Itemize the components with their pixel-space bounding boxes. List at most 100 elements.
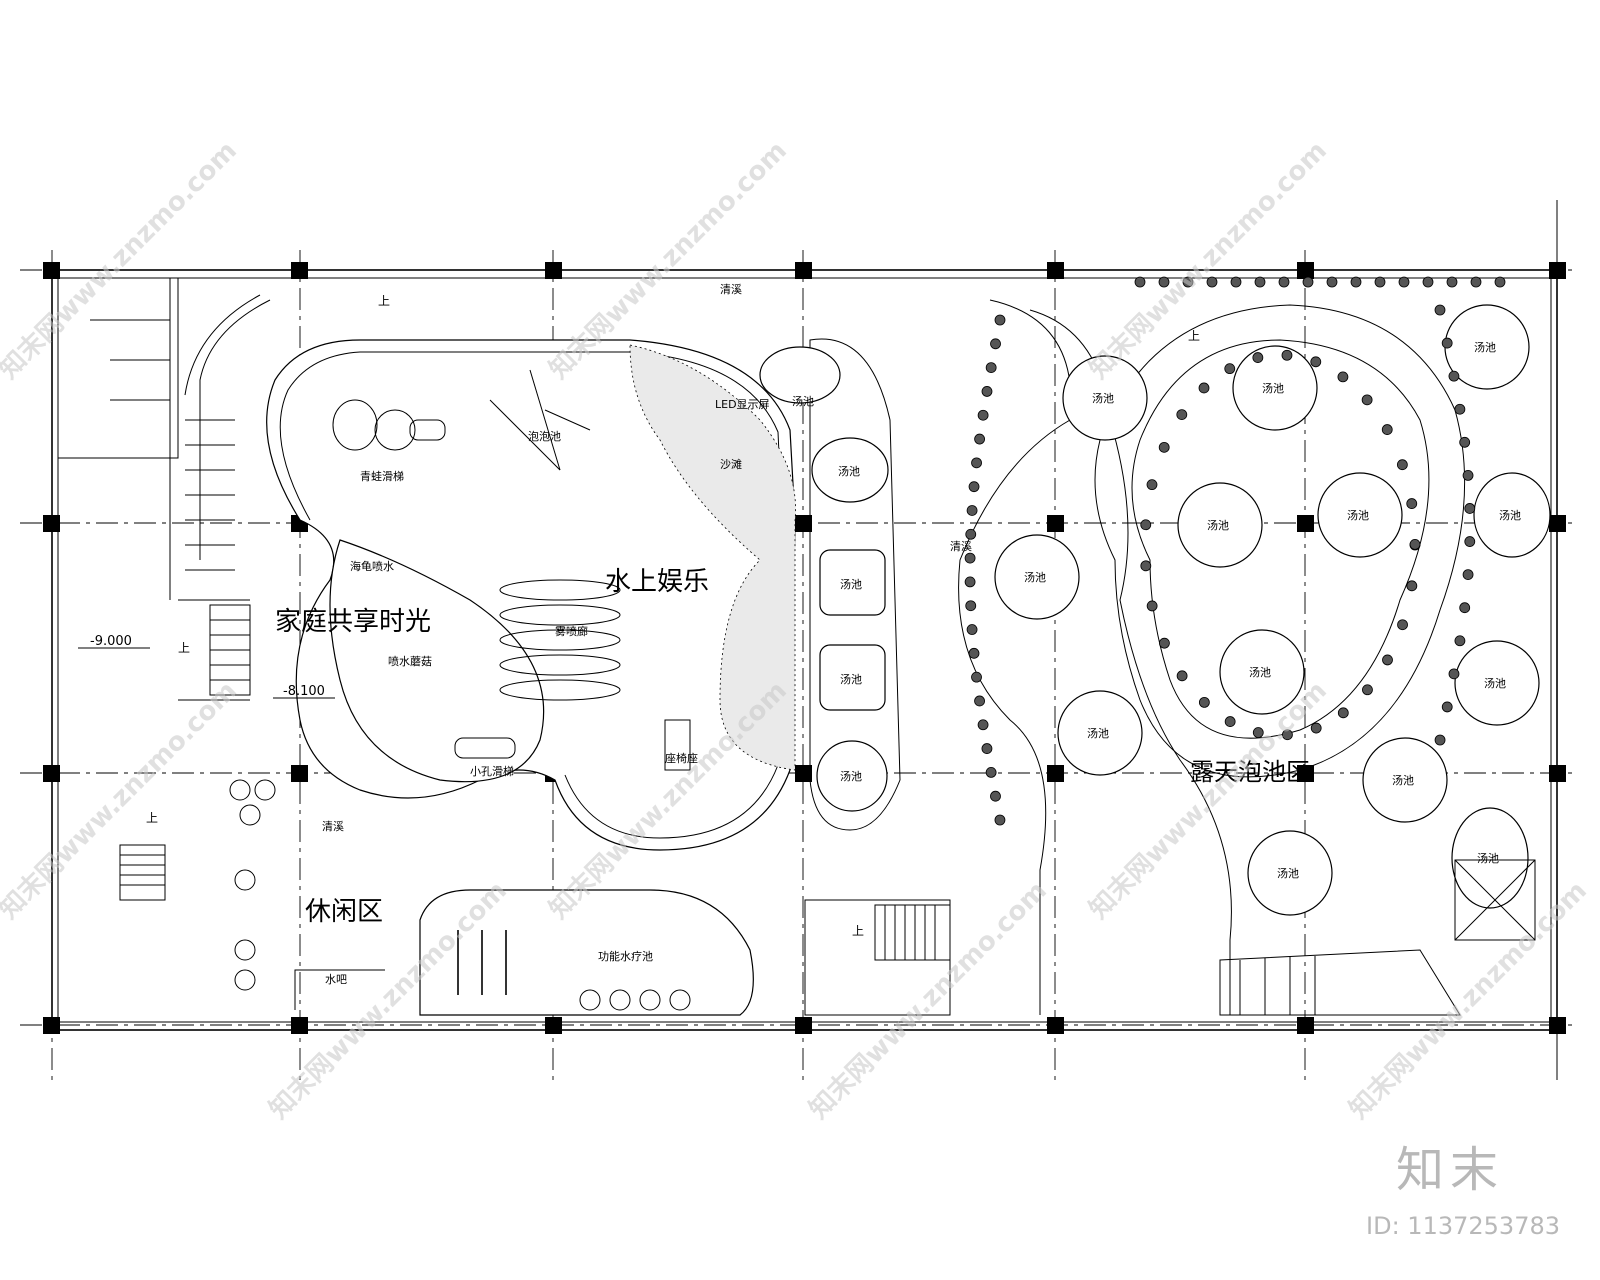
shrub-dot — [1206, 276, 1218, 288]
zone-family: 家庭共享时光 — [275, 607, 431, 637]
label-hot-spring-4: 汤池 — [840, 672, 862, 686]
label-up-1: 上 — [378, 294, 390, 308]
zone-water-fun: 水上娱乐 — [605, 567, 709, 597]
shrub-dot — [1398, 276, 1410, 288]
shrub-dot — [966, 505, 978, 516]
label-clear-creek-3: 清溪 — [950, 540, 972, 553]
shrub-dot — [1454, 635, 1466, 647]
shrub-dot — [994, 814, 1006, 826]
label-hot-spring-18: 汤池 — [1477, 851, 1499, 865]
zone-outdoor: 露天泡池区 — [1190, 758, 1310, 786]
shrub-dot — [1182, 276, 1194, 288]
shrub-dot — [1230, 276, 1242, 288]
sand-area — [629, 344, 796, 771]
functional-spa-pool — [419, 889, 754, 1016]
shrub-dot — [977, 409, 989, 421]
shrub-dot — [985, 362, 997, 374]
shrub-dot — [1382, 654, 1393, 666]
label-hot-spring-2: 汤池 — [838, 464, 860, 478]
label-hot-spring-15: 汤池 — [1087, 726, 1109, 740]
shrub-dot — [1254, 276, 1266, 288]
shrub-dot — [1224, 716, 1236, 727]
central-loop-outer — [1094, 304, 1466, 778]
shrub-dot — [1459, 436, 1471, 448]
restroom-block — [57, 277, 250, 701]
shrub-dot — [1362, 684, 1373, 696]
label-seat: 座椅座 — [665, 751, 698, 765]
label-hot-spring-8: 汤池 — [1474, 340, 1496, 354]
label-hot-spring-6: 汤池 — [1092, 391, 1114, 405]
shrub-dot — [1146, 600, 1158, 612]
left-stair — [119, 604, 251, 901]
shrub-dot — [994, 314, 1006, 326]
leisure-tables — [229, 779, 276, 991]
shrub-dot — [1159, 637, 1170, 649]
shrub-dot — [977, 719, 989, 731]
shrub-dot — [1140, 560, 1152, 572]
label-clear-creek-2: 清溪 — [322, 820, 344, 833]
hot-spring-pools — [994, 304, 1551, 916]
label-bar: 水吧 — [325, 973, 347, 986]
shrub-dot — [1454, 403, 1466, 415]
shrub-dot — [1198, 382, 1210, 394]
shrub-dot — [1140, 519, 1152, 531]
shrub-dot — [968, 647, 980, 659]
label-hot-spring-14: 汤池 — [1484, 676, 1506, 690]
shrub-dot — [1310, 722, 1322, 734]
middle-stair — [804, 899, 951, 1016]
shrub-dot — [1464, 536, 1476, 547]
label-frog-slide: 青蛙滑梯 — [360, 470, 404, 483]
middle-hot-spring-strip — [759, 338, 901, 831]
label-turtle: 海龟喷水 — [350, 559, 394, 573]
shrub-dot — [1278, 276, 1290, 288]
label-hot-spring-17: 汤池 — [1277, 866, 1299, 880]
frog-slide — [332, 399, 446, 451]
shrub-dot — [1448, 668, 1460, 680]
svg-text:知末网www.znzmo.com: 知末网www.znzmo.com — [804, 876, 1053, 1125]
shrub-dot — [1134, 276, 1146, 288]
shrub-dot — [1406, 580, 1418, 592]
shrub-dot — [1406, 498, 1418, 509]
outdoor-serpentine-path — [958, 299, 1072, 1015]
shrub-dot — [1441, 701, 1453, 713]
shrub-dot — [1252, 727, 1264, 738]
shrub-dot — [971, 671, 982, 683]
label-hot-spring-9: 汤池 — [1207, 518, 1229, 532]
shrub-dot — [1310, 356, 1322, 368]
rock-stair — [1219, 859, 1536, 1016]
shrub-dot — [1224, 363, 1236, 375]
shrub-dot — [1381, 424, 1393, 435]
shrub-dot — [985, 766, 997, 778]
shrub-dot — [1282, 729, 1293, 741]
shrub-dot — [1464, 503, 1476, 514]
shrub-dot — [1337, 707, 1349, 719]
brand-logo: 知末 — [1395, 1142, 1504, 1198]
label-hot-spring-3: 汤池 — [840, 577, 862, 591]
shrub-dot — [1441, 337, 1453, 349]
label-hot-spring-11: 汤池 — [1499, 508, 1521, 522]
shrub-dots — [964, 276, 1506, 826]
svg-text:知末网www.znzmo.com: 知末网www.znzmo.com — [1344, 876, 1593, 1125]
shrub-dot — [964, 552, 976, 564]
small-slide — [454, 737, 516, 759]
shrub-dot — [1409, 538, 1421, 550]
label-hot-spring-16: 汤池 — [1392, 773, 1414, 787]
label-hot-spring-12: 汤池 — [1024, 570, 1046, 584]
shrub-dot — [1434, 304, 1446, 316]
brand-id: ID: 1137253783 — [1366, 1212, 1560, 1240]
shrub-dot — [1198, 696, 1210, 708]
shrub-dot — [1350, 276, 1362, 288]
shrub-dot — [974, 433, 986, 445]
shrub-dot — [1281, 349, 1293, 361]
shrub-dot — [971, 457, 982, 469]
shrub-dot — [965, 600, 977, 612]
shrub-dot — [1158, 276, 1170, 288]
shrub-dot — [965, 528, 977, 540]
label-bubble: 泡泡池 — [528, 429, 561, 443]
shrub-dot — [964, 576, 976, 588]
label-up-5: 上 — [1188, 329, 1200, 343]
shrub-dot — [1494, 276, 1506, 288]
label-elevation-a: -9.000 — [90, 634, 132, 649]
shrub-dot — [1302, 276, 1314, 288]
